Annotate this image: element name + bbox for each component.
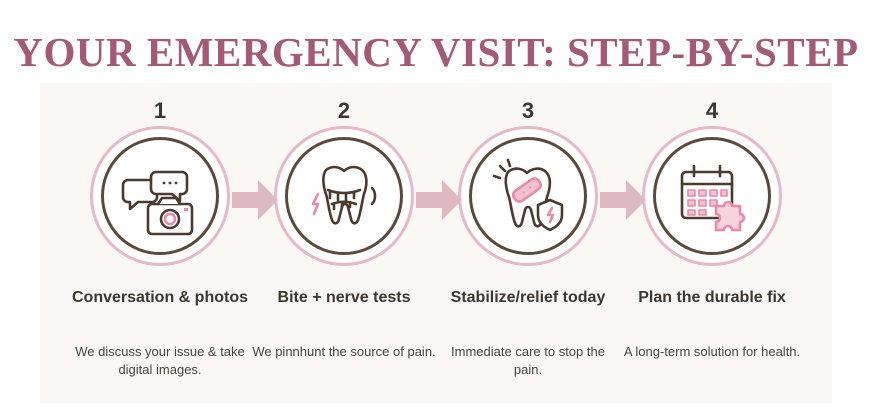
chat-camera-icon xyxy=(101,137,219,255)
step-circle xyxy=(90,126,230,266)
arrow-right-icon xyxy=(416,180,462,220)
step-number: 2 xyxy=(337,98,351,123)
step-heading: Plan the durable fix xyxy=(638,289,786,306)
tooth-bandage-shield-icon xyxy=(469,137,587,255)
step-heading: Stabilize/relief today xyxy=(450,289,606,306)
step-circle xyxy=(274,126,414,266)
step-circle xyxy=(458,126,598,266)
step-heading: Conversation & photos xyxy=(71,289,248,306)
calendar-puzzle-icon xyxy=(653,137,771,255)
step-description: We discuss your issue & take digital ima… xyxy=(75,344,245,377)
arrow-right-icon xyxy=(600,180,646,220)
arrow-right-icon xyxy=(232,180,278,220)
step-number: 4 xyxy=(705,98,719,123)
step-description: We pinnhunt the source of pain. xyxy=(252,344,436,359)
step-number: 1 xyxy=(153,98,167,123)
page-title: YOUR EMERGENCY VISIT: STEP-BY-STEP xyxy=(13,29,859,75)
step-number: 3 xyxy=(521,98,535,123)
step-heading: Bite + nerve tests xyxy=(277,289,411,306)
step-description: Immediate care to stop the pain. xyxy=(451,344,605,377)
step-description: A long-term solution for health. xyxy=(623,344,801,359)
step-circle xyxy=(642,126,782,266)
bite-tooth-icon xyxy=(285,137,403,255)
